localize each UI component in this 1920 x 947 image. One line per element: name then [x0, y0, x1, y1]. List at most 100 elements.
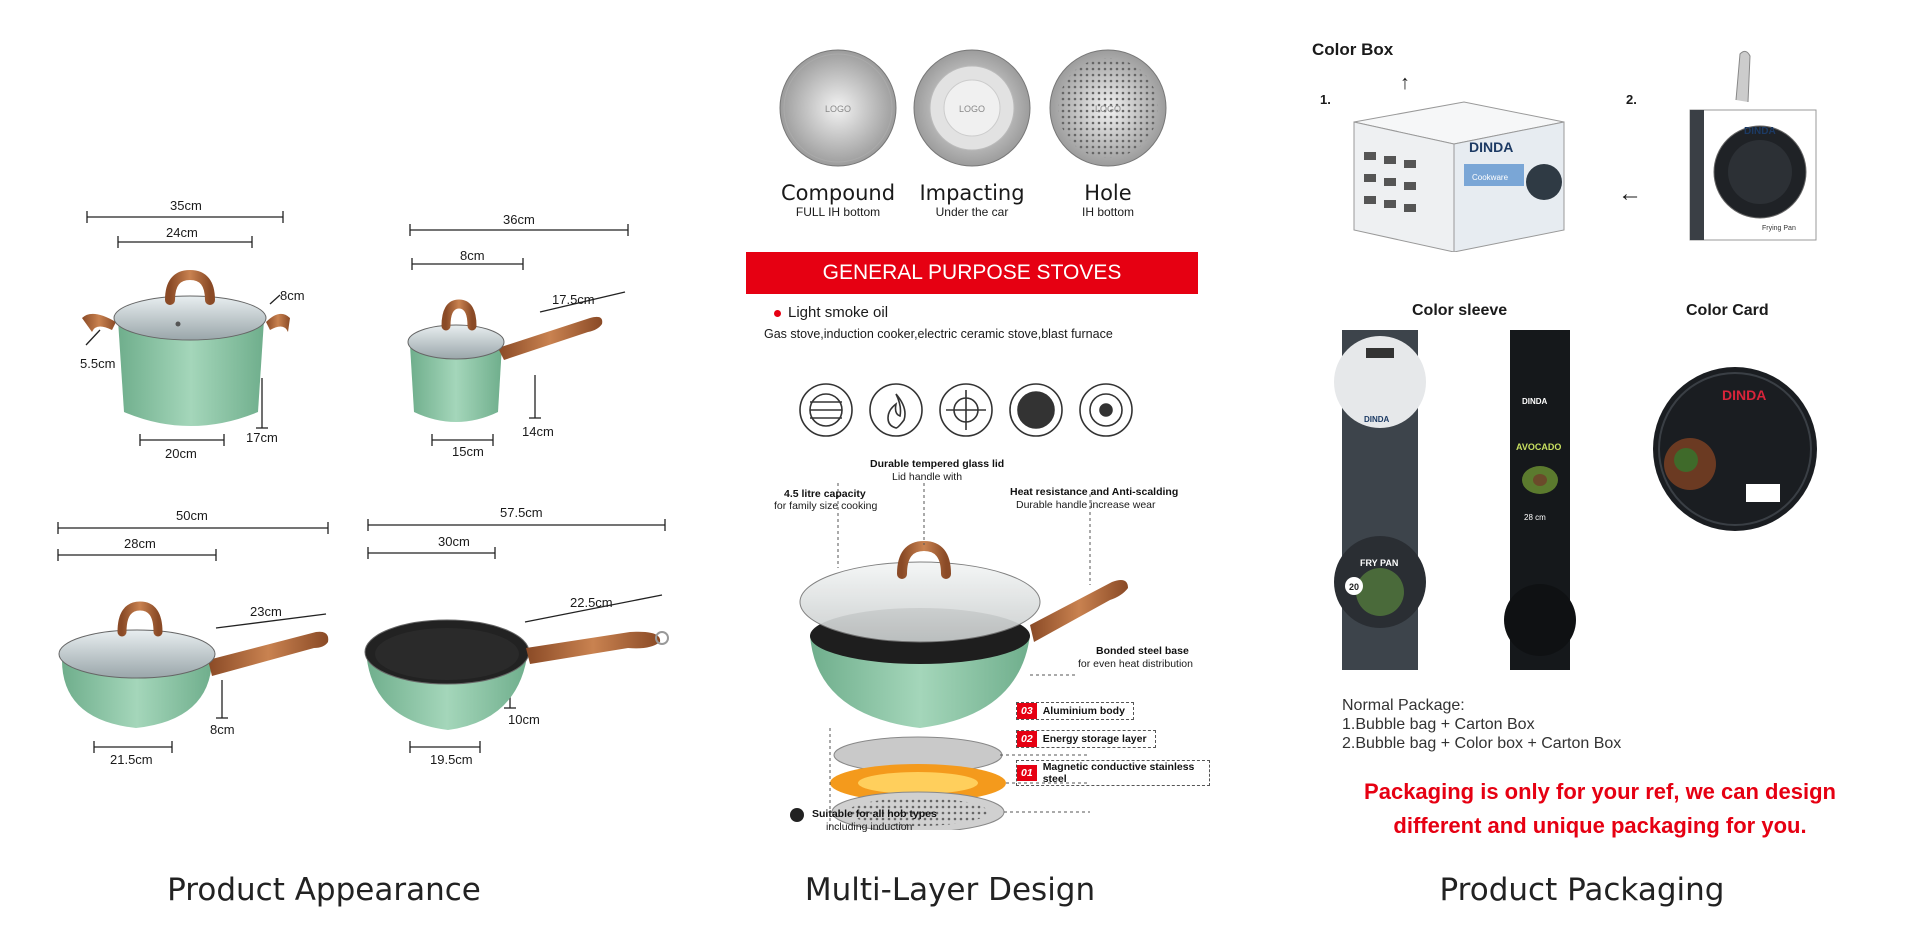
- pot2-width-label: 36cm: [503, 212, 535, 227]
- color-box-num-1: 1.: [1320, 92, 1331, 107]
- product-appearance-section: 35cm 24cm 8cm 5.5cm 17cm 20cm 36cm 8cm 1…: [0, 0, 700, 947]
- layer-label-02: 02 Energy storage layer: [1016, 730, 1156, 748]
- color-card-image: DINDA: [1653, 367, 1817, 531]
- normal-package-title: Normal Package:: [1342, 697, 1465, 714]
- color-sleeve-1-image: FRY PAN 20 DINDA: [1334, 330, 1426, 670]
- brand-small-text: Cookware: [1472, 173, 1509, 182]
- frying-pan-label: Frying Pan: [1762, 225, 1796, 232]
- bottom-sub: FULL IH bottom: [795, 205, 881, 219]
- caption-packaging: Product Packaging: [1439, 872, 1725, 908]
- compound-bottom-disc: LOGO: [779, 49, 897, 167]
- bottom-hole: LOGO Hole IH bottom: [1048, 48, 1168, 219]
- pot1-handle-label: 8cm: [280, 288, 305, 303]
- pot3-handle-label: 23cm: [250, 604, 282, 619]
- impacting-bottom-disc: LOGO: [913, 49, 1031, 167]
- normal-package-line-1: 1.Bubble bag + Carton Box: [1342, 716, 1535, 733]
- stove-types: Gas stove,induction cooker,electric cera…: [764, 327, 1113, 341]
- pot4-width-label: 57.5cm: [500, 505, 543, 520]
- brand-text: DINDA: [1722, 387, 1766, 403]
- layer-label-03: 03 Aluminium body: [1016, 702, 1134, 720]
- packaging-section: Color Box 1. 2. ↑ ← DINDA Cookware DINDA…: [1300, 30, 1920, 850]
- color-sleeve-2-image: AVOCADO 28 cm DINDA: [1504, 330, 1576, 670]
- brand-text: DINDA: [1469, 139, 1513, 155]
- pot2-height-label: 14cm: [522, 424, 554, 439]
- wok-pan: [364, 619, 669, 730]
- sleeve-size: 20: [1349, 582, 1359, 592]
- hob-callout-title: Suitable for all hob types: [812, 808, 937, 820]
- pot3-inner-label: 28cm: [124, 536, 156, 551]
- pot3-base-label: 21.5cm: [110, 752, 153, 767]
- multilayer-section: LOGO Compound FULL IH bottom LOGO Impact…: [730, 30, 1210, 850]
- heat-callout-title: Heat resistance and Anti-scalding: [1010, 486, 1179, 498]
- base-callout-title: Bonded steel base: [1096, 645, 1189, 657]
- bottom-sub: Under the car: [935, 205, 1009, 219]
- pot4-inner-label: 30cm: [438, 534, 470, 549]
- bottom-compound: LOGO Compound FULL IH bottom: [778, 48, 898, 219]
- layered-wok-diagram: [799, 483, 1128, 830]
- flame-icon: [887, 393, 906, 429]
- saucepan-small: [407, 299, 603, 422]
- packaging-note-2: different and unique packaging for you.: [1393, 813, 1807, 838]
- left-arrow-icon: ←: [1618, 180, 1642, 207]
- logo-text: LOGO: [959, 104, 985, 114]
- pot3-width-label: 50cm: [176, 508, 208, 523]
- layer-text: Aluminium body: [1042, 705, 1125, 717]
- sleeve-label: FRY PAN: [1360, 558, 1398, 568]
- gas-burner-icon: [946, 390, 986, 430]
- brand-text: DINDA: [1522, 397, 1548, 406]
- layer-num: 01: [1017, 765, 1037, 781]
- layer-label-01: 01 Magnetic conductive stainless steel: [1016, 760, 1210, 786]
- pot1-width-label: 35cm: [170, 198, 202, 213]
- general-purpose-stoves-banner: GENERAL PURPOSE STOVES: [746, 252, 1198, 294]
- light-smoke-oil: Light smoke oil: [788, 304, 889, 321]
- pot1-height-label: 17cm: [246, 430, 278, 445]
- bottom-impacting: LOGO Impacting Under the car: [912, 48, 1032, 219]
- capacity-callout-sub: for family size cooking: [774, 500, 878, 512]
- lid-callout-title: Durable tempered glass lid: [870, 458, 1005, 470]
- logo-text: LOGO: [825, 104, 851, 114]
- pot2-handle-label: 17.5cm: [552, 292, 595, 307]
- layer-num: 02: [1017, 731, 1037, 747]
- caption-product-appearance: Product Appearance: [167, 872, 481, 908]
- sleeve-size: 28 cm: [1524, 513, 1546, 522]
- color-box-num-2: 2.: [1626, 92, 1637, 107]
- normal-package-line-2: 2.Bubble bag + Color box + Carton Box: [1342, 735, 1622, 752]
- color-box-title: Color Box: [1312, 40, 1394, 59]
- lid-callout-sub: Lid handle with: [892, 471, 963, 483]
- cookware-dimension-diagrams: [57, 211, 669, 753]
- layer-text: Magnetic conductive stainless steel: [1042, 761, 1195, 785]
- stove-type-icons: [799, 383, 1133, 437]
- bottom-sub: IH bottom: [1081, 205, 1135, 219]
- pot3-height-label: 8cm: [210, 722, 235, 737]
- up-arrow-icon: ↑: [1400, 72, 1410, 94]
- induction-coil-icon: [809, 393, 843, 427]
- hole-bottom-disc: LOGO: [1049, 49, 1167, 167]
- brand-text: DINDA: [1744, 126, 1776, 137]
- color-box-image: DINDA Cookware: [1353, 101, 1565, 252]
- brand-text: DINDA: [1364, 415, 1390, 424]
- pot1-side-label: 5.5cm: [80, 356, 116, 371]
- bottom-title: Compound: [780, 181, 896, 205]
- stockpot-large: [82, 269, 290, 426]
- saute-pan-lid: [58, 601, 329, 728]
- base-callout-sub: for even heat distribution: [1078, 658, 1193, 670]
- capacity-callout-title: 4.5 litre capacity: [784, 488, 866, 500]
- hob-icon: [1089, 393, 1123, 427]
- pot2-inner-label: 8cm: [460, 248, 485, 263]
- pot2-base-label: 15cm: [452, 444, 484, 459]
- pot4-height-label: 10cm: [508, 712, 540, 727]
- frying-pan-box-image: DINDA Frying Pan: [1689, 50, 1817, 241]
- pot4-handle-label: 22.5cm: [570, 595, 613, 610]
- hob-icon-small: [790, 808, 804, 822]
- layer-text: Energy storage layer: [1042, 733, 1147, 745]
- packaging-note-1: Packaging is only for your ref, we can d…: [1364, 779, 1836, 804]
- bullet-dot: [774, 310, 781, 317]
- pot1-base-label: 20cm: [165, 446, 197, 461]
- ceramic-plate-icon: [1017, 391, 1055, 429]
- sleeve-label: AVOCADO: [1516, 442, 1561, 452]
- caption-multilayer: Multi-Layer Design: [804, 872, 1096, 908]
- bottom-title: Impacting: [919, 181, 1025, 205]
- pot4-base-label: 19.5cm: [430, 752, 473, 767]
- color-card-title: Color Card: [1686, 302, 1769, 319]
- bottom-title: Hole: [1084, 181, 1132, 205]
